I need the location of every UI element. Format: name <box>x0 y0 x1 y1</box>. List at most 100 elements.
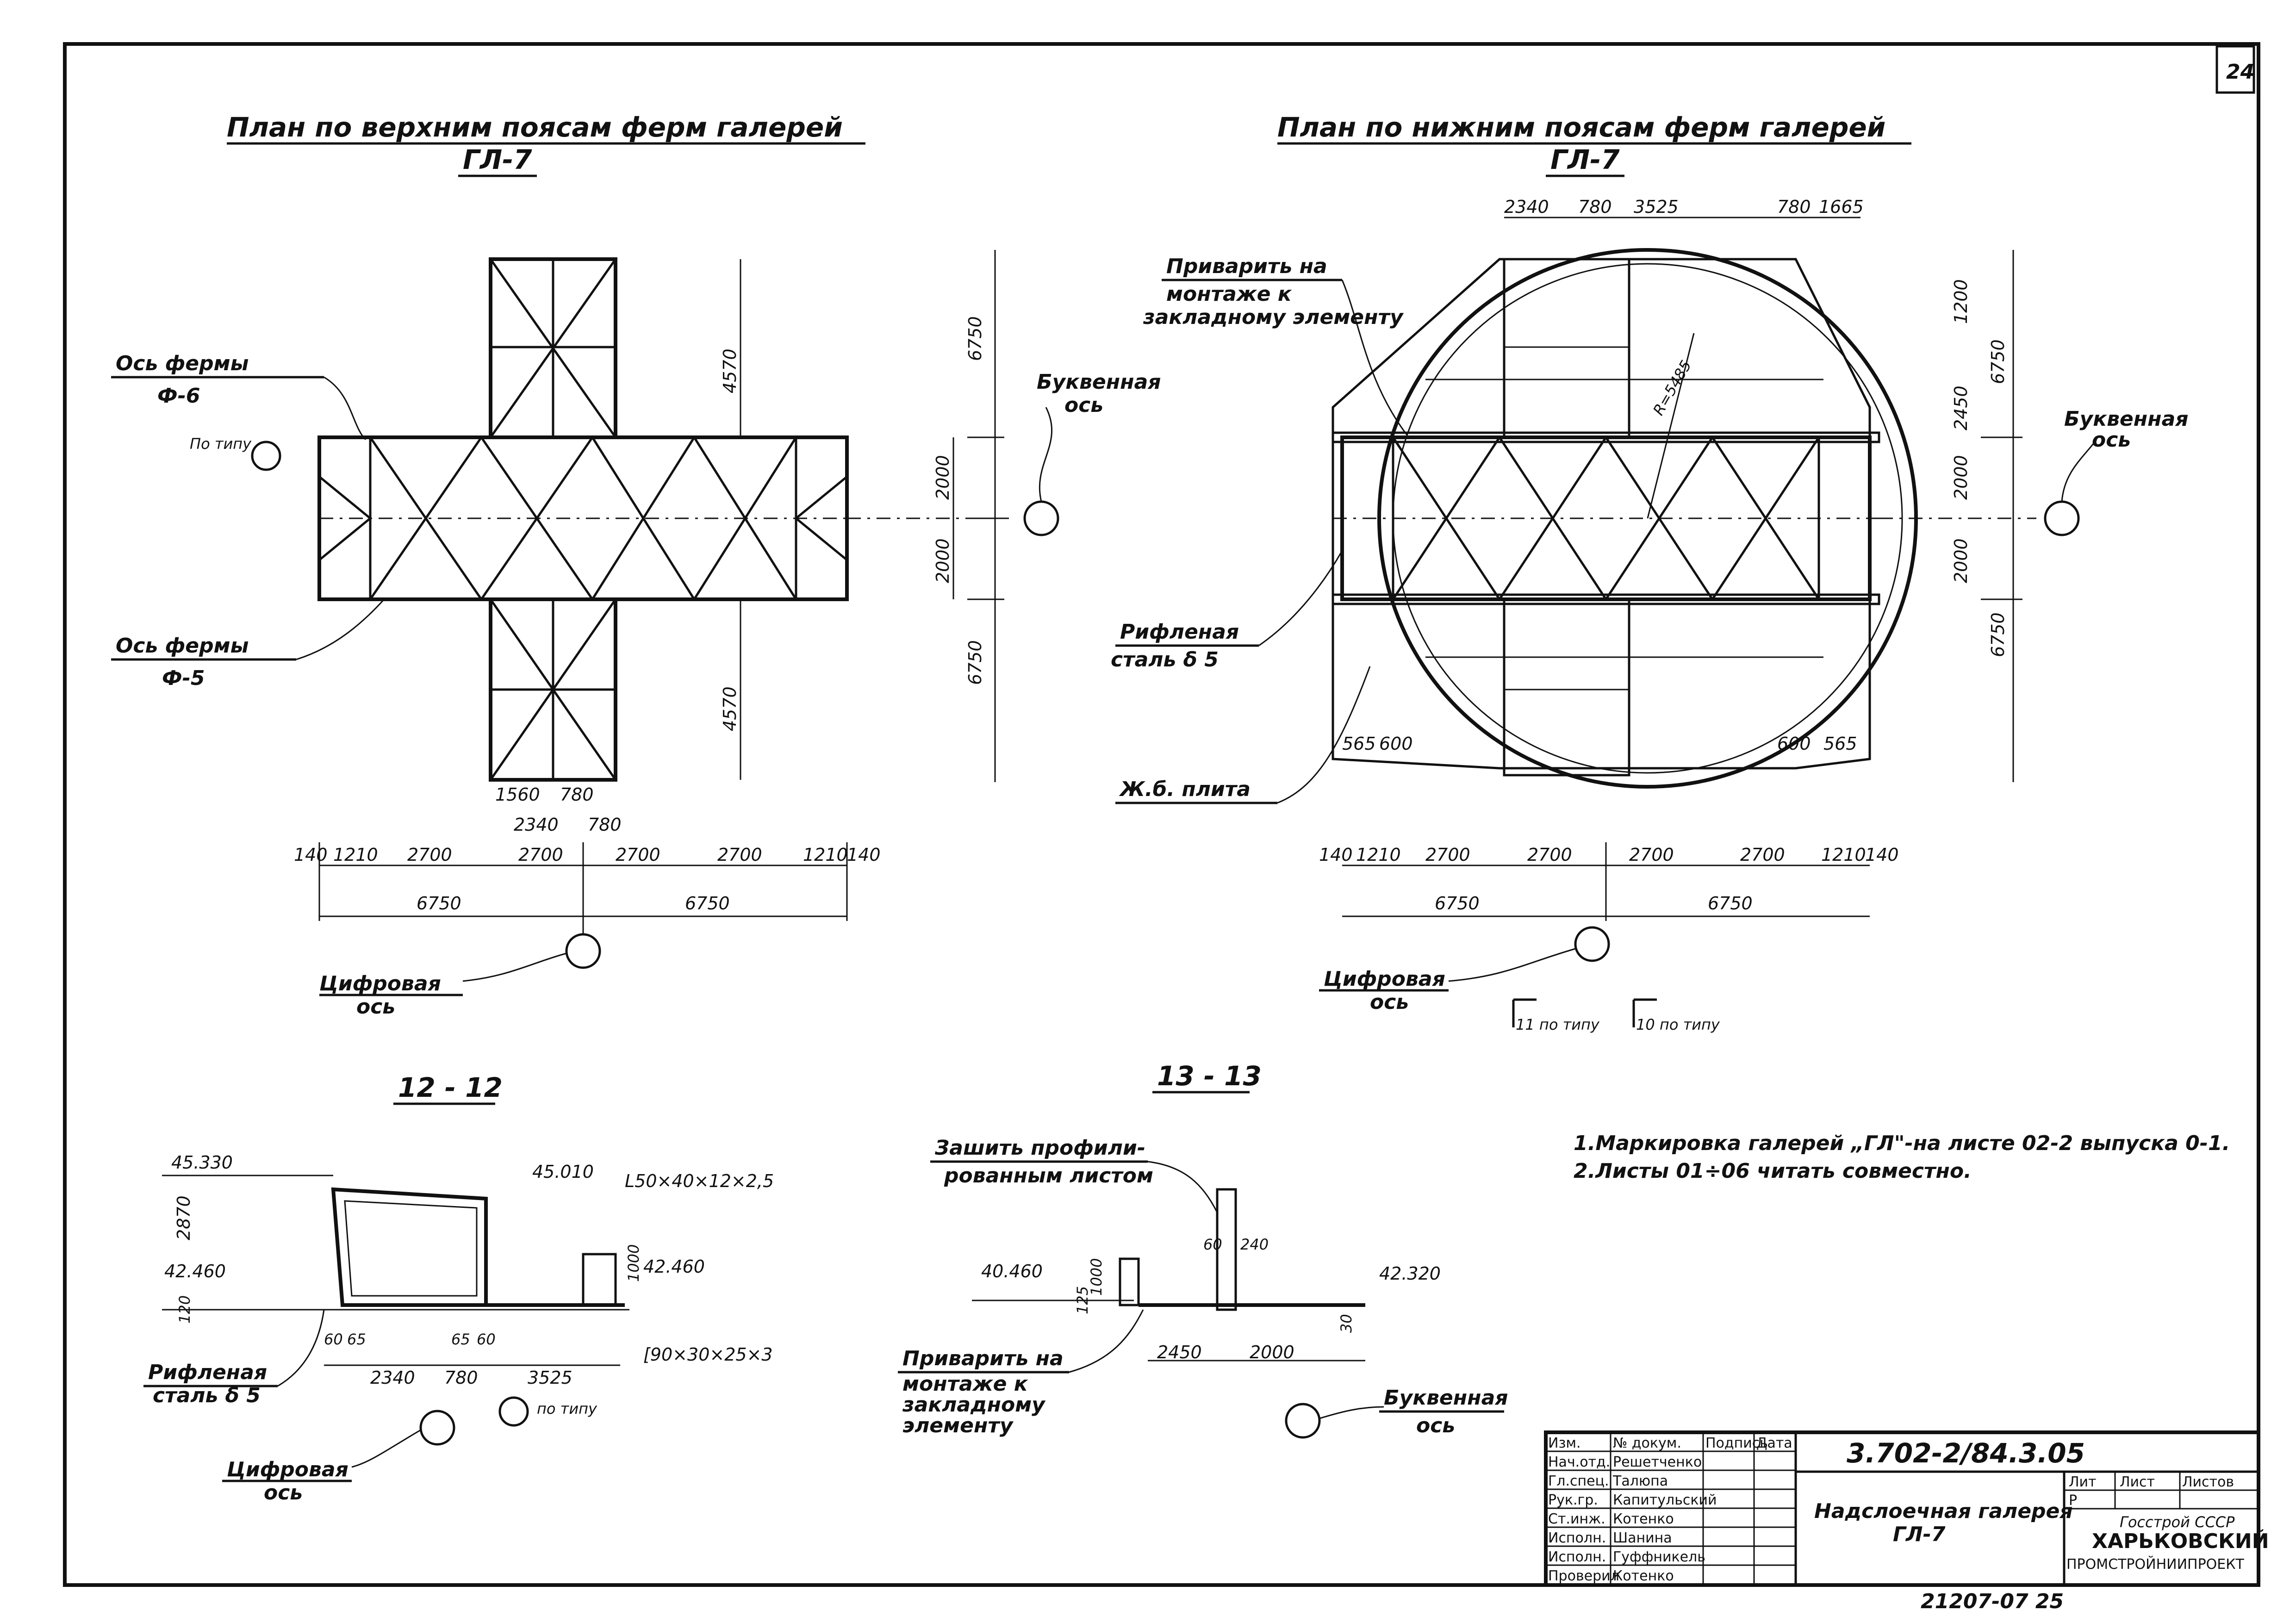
plan-bottom-digit-axis-word: ось <box>1370 990 1409 1014</box>
plan-top-dim-b-7: 1210 <box>803 845 848 865</box>
tb-r0-c0: Изм. <box>1548 1435 1581 1451</box>
section-12-elev-floor: 42.460 <box>164 1261 226 1281</box>
plan-top-dim-v-2: 4570 <box>720 686 740 731</box>
tb-stage-hdr-3: Листов <box>2182 1474 2234 1490</box>
plan-bottom-corr-2: сталь δ 5 <box>1111 648 1219 672</box>
plan-bottom-dim-r-4: 2000 <box>1951 455 1971 500</box>
plan-top-dim-right-1: 6750 <box>965 316 985 361</box>
tb-r1-c0: Нач.отд. <box>1548 1454 1610 1470</box>
plan-top-dim-i-2: 780 <box>560 784 594 805</box>
section-13-sew-2: рованным листом <box>944 1164 1153 1188</box>
sheet-number-box <box>2215 45 2255 94</box>
plan-bottom-weld-3: закладному элементу <box>1143 305 1404 329</box>
plan-bottom: План по нижним поясам ферм галерей ГЛ-7 … <box>1111 112 2189 1033</box>
section-12-dim-6: 60 <box>477 1331 496 1348</box>
plan-top-dim-b-3: 2700 <box>407 845 452 865</box>
plan-bottom-dim-total-1: 6750 <box>1435 893 1480 914</box>
section-12-profile: L50×40×12×2,5 <box>625 1171 774 1191</box>
section-13-dim-2: 2000 <box>1250 1342 1294 1362</box>
plan-top-letter-axis: Буквенная <box>1037 370 1161 394</box>
note-2: 2.Листы 01÷06 читать совместно. <box>1574 1159 1972 1183</box>
plan-top-dim-total-1: 6750 <box>417 893 461 914</box>
tb-org-1: Госстрой СССР <box>2120 1513 2235 1531</box>
tb-footer: 21207-07 25 <box>1921 1590 2064 1613</box>
plan-bottom-dim-b-8: 140 <box>1865 845 1899 865</box>
plan-bottom-radius: R=5485 <box>1649 357 1695 418</box>
section-12-po-tipu: по типу <box>537 1400 597 1418</box>
tb-r4-c0: Ст.инж. <box>1548 1511 1605 1527</box>
plan-bottom-dim-r-6: 6750 <box>1988 612 2008 657</box>
tb-r5-c1: Шанина <box>1613 1530 1672 1546</box>
section-13-axis-bubble <box>1285 1403 1321 1439</box>
sheet-frame <box>63 42 2260 1587</box>
tb-r5-c0: Исполн. <box>1548 1530 1606 1546</box>
section-13-letter-axis: Буквенная <box>1384 1386 1508 1410</box>
tb-name-2: ГЛ-7 <box>1893 1523 1946 1546</box>
plan-top-dim-b-8: 140 <box>847 845 881 865</box>
plan-top-subtitle: ГЛ-7 <box>463 144 532 175</box>
plan-bottom-dim-r-2: 2450 <box>1951 386 1971 430</box>
tb-name-1: Надслоечная галерея <box>1814 1499 2073 1523</box>
plan-bottom-weld-1: Приварить на <box>1166 255 1327 278</box>
tb-r0-c2: № докум. <box>1613 1435 1681 1451</box>
section-12-profile2: [90×30×25×3 <box>643 1344 773 1365</box>
section-13-13: 13 - 13 Зашить профили- рованным листом … <box>898 1060 1508 1439</box>
section-13-weld-1: Приварить на <box>902 1347 1064 1370</box>
plan-bottom-side-3: 600 <box>1777 734 1811 754</box>
section-12-dim-4: 780 <box>444 1368 478 1388</box>
plan-top-dim-b-2: 1210 <box>333 845 378 865</box>
plan-bottom-dim-t-5: 1665 <box>1819 197 1864 217</box>
section-12-dim-1: 60 <box>324 1331 343 1348</box>
section-12-h2: 120 <box>176 1295 193 1324</box>
tb-r1-c1: Решетченко <box>1613 1454 1702 1470</box>
tb-org-3: ПРОМСТРОЙНИИПРОЕКТ <box>2066 1556 2245 1573</box>
plan-bottom-dim-t-1: 2340 <box>1504 197 1549 217</box>
plan-bottom-subtitle: ГЛ-7 <box>1550 144 1620 175</box>
tb-r2-c1: Талюпа <box>1612 1473 1668 1489</box>
section-12-digit-axis: Цифровая <box>227 1458 348 1481</box>
digit-axis-bubble <box>565 933 601 969</box>
tb-r7-c1: Котенко <box>1613 1568 1674 1584</box>
plan-bottom-corr-1: Рифленая <box>1120 620 1239 644</box>
tb-stage-hdr-1: Лит <box>2069 1474 2097 1490</box>
plan-bottom-dim-b-2: 1210 <box>1356 845 1401 865</box>
plan-top-dim-i-1: 1560 <box>495 784 540 805</box>
section-12-title: 12 - 12 <box>398 1072 503 1103</box>
tb-r7-c0: Проверил <box>1548 1568 1619 1584</box>
tb-r3-c0: Рук.гр. <box>1548 1492 1598 1508</box>
section-12-digit-axis-word: ось <box>264 1481 303 1505</box>
tb-code: 3.702-2/84.3.05 <box>1847 1437 2085 1469</box>
plan-bottom-dim-b-5: 2700 <box>1629 845 1674 865</box>
plan-bottom-dim-r-1: 6750 <box>1988 339 2008 384</box>
tb-stage-hdr-2: Лист <box>2120 1474 2155 1490</box>
section-13-weld-2: монтаже к <box>902 1372 1028 1396</box>
plan-top-dim-v-1: 4570 <box>720 348 740 393</box>
section-13-dim-4: 60 <box>1203 1236 1222 1253</box>
tb-r3-c1: Капитульский <box>1613 1492 1717 1508</box>
tb-r0-c4: Дата <box>1756 1435 1792 1451</box>
plan-bottom-sec-11: 11 по типу <box>1516 1016 1600 1033</box>
section-13-dim-6: 30 <box>1338 1314 1355 1333</box>
plan-top-letter-axis-word: ось <box>1064 393 1103 417</box>
plan-top-axis-f5-code: Ф-5 <box>162 666 205 690</box>
section-12-dim-7: 3525 <box>528 1368 572 1388</box>
plan-bottom-dim-b-1: 140 <box>1319 845 1353 865</box>
section-12-dim-3: 2340 <box>370 1368 415 1388</box>
plan-bottom-sec-10: 10 по типу <box>1636 1016 1720 1033</box>
plan-top-digit-axis-word: ось <box>356 995 395 1019</box>
plan-bottom-slab: Ж.б. плита <box>1119 777 1251 801</box>
title-block: Изм. № докум. Подпись Дата Нач.отд. Реше… <box>1544 1430 2269 1587</box>
plan-top-dim-b-5: 2700 <box>616 845 660 865</box>
plan-bottom-letter-axis-word: ось <box>2092 428 2131 452</box>
plan-top-dim-b-6: 2700 <box>717 845 762 865</box>
section-12-corr-2: сталь δ 5 <box>153 1384 261 1407</box>
plan-bottom-side-2: 600 <box>1379 734 1413 754</box>
plan-top-dim-b-1: 140 <box>294 845 328 865</box>
plan-bottom-letter-bubble <box>2044 500 2080 536</box>
plan-bottom-side-1: 565 <box>1342 734 1376 754</box>
section-12-elev-top: 45.330 <box>171 1152 233 1173</box>
plan-top-dim-right-2: 2000 <box>933 455 953 500</box>
tb-stage: Р <box>2069 1492 2077 1509</box>
note-1: 1.Маркировка галерей „ГЛ"-на листе 02-2 … <box>1574 1132 2230 1155</box>
